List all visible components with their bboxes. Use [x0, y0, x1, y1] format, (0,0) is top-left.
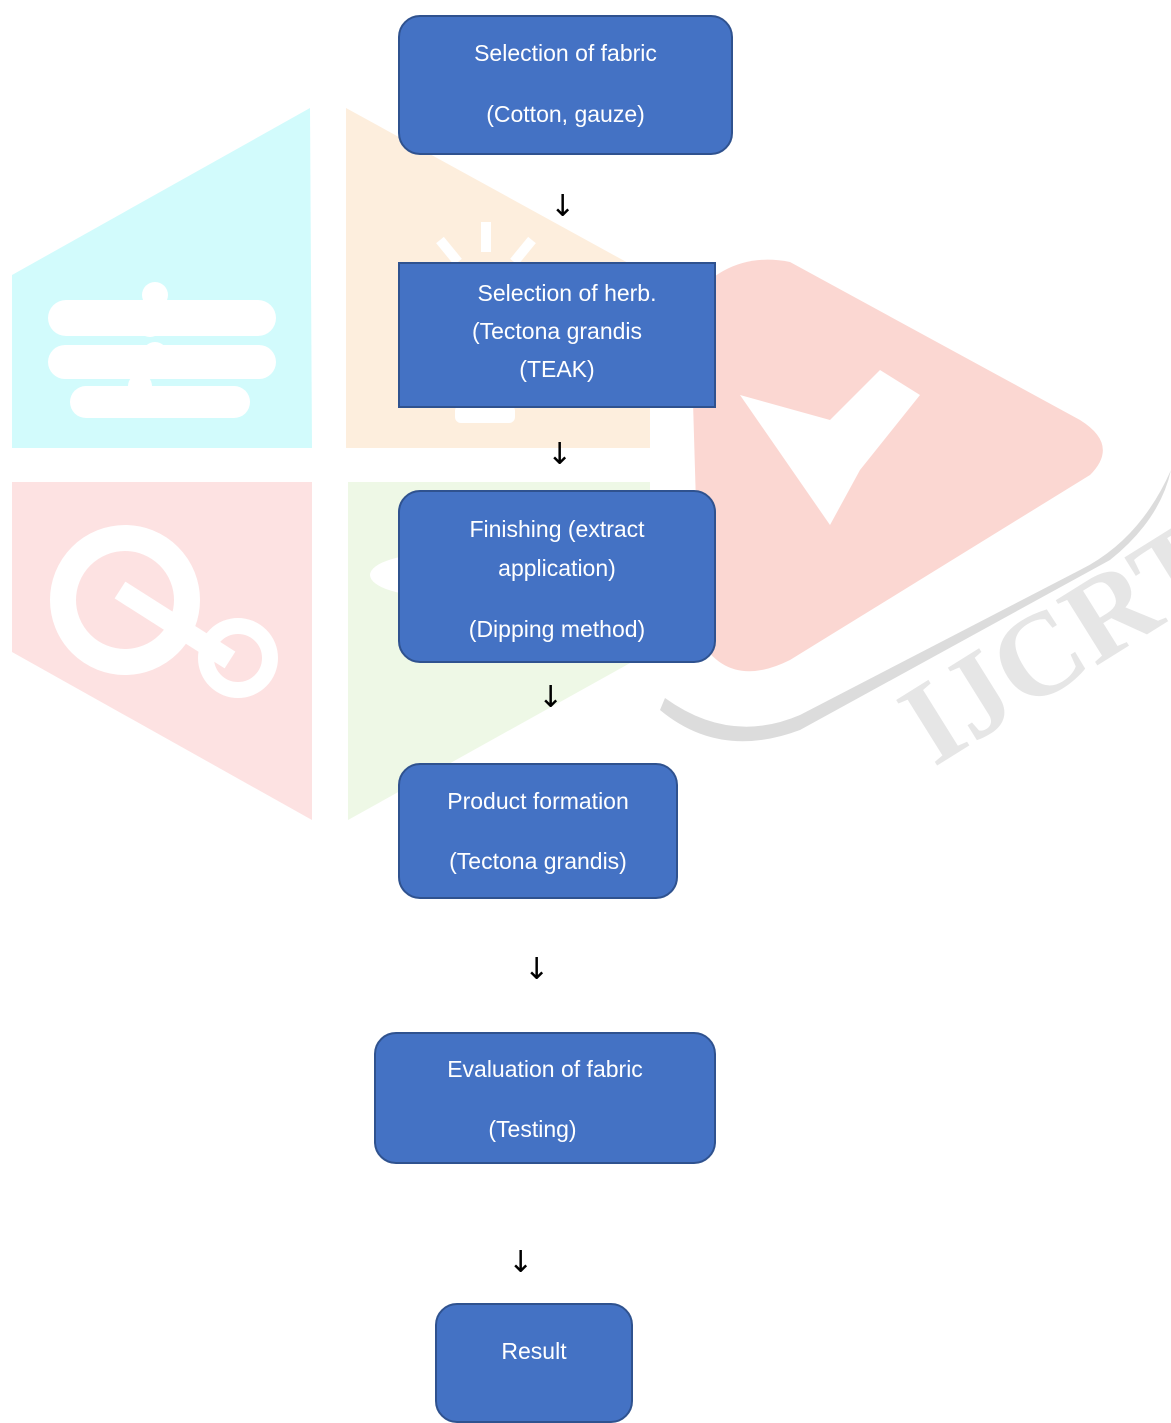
step-5-line-2: (Testing)	[488, 1116, 577, 1142]
step-3-line-3: (Dipping method)	[468, 616, 646, 642]
step-box-result: Result	[435, 1303, 633, 1423]
step-2-line-2: (Tectona grandis	[471, 318, 643, 344]
cloud-panel	[12, 108, 312, 448]
step-5-line-1: Evaluation of fabric	[447, 1056, 643, 1082]
step-6-line-1: Result	[501, 1338, 567, 1364]
step-1-line-2: (Cotton, gauze)	[486, 101, 645, 127]
gear-icon	[50, 525, 278, 698]
arrow-down-icon: ↓	[538, 680, 564, 715]
step-box-selection-of-herb: Selection of herb. (Tectona grandis (TEA…	[398, 262, 716, 408]
watermark-text: IJCRT	[878, 493, 1171, 790]
step-box-selection-of-fabric: Selection of fabric (Cotton, gauze)	[398, 15, 733, 155]
step-3-line-1: Finishing (extract	[469, 516, 645, 542]
step-2-line-1: Selection of herb.	[477, 280, 657, 306]
cloud-icon	[48, 282, 276, 418]
step-2-line-3: (TEAK)	[519, 356, 595, 382]
step-4-line-1: Product formation	[447, 788, 629, 814]
step-box-evaluation-of-fabric: Evaluation of fabric (Testing)	[374, 1032, 716, 1164]
arrow-down-icon: ↓	[508, 1245, 534, 1280]
step-box-finishing: Finishing (extract application) (Dipping…	[398, 490, 716, 663]
bulb-rays	[436, 222, 536, 266]
play-shape	[690, 259, 1103, 672]
arrow-down-icon: ↓	[550, 189, 576, 224]
step-box-product-formation: Product formation (Tectona grandis)	[398, 763, 678, 899]
arrow-down-icon: ↓	[547, 437, 573, 472]
step-4-line-2: (Tectona grandis)	[449, 848, 627, 874]
arrow-down-icon: ↓	[524, 952, 550, 987]
step-3-line-2: application)	[498, 555, 616, 581]
gear-panel	[12, 482, 312, 820]
step-1-line-1: Selection of fabric	[474, 40, 657, 66]
swoosh	[660, 470, 1171, 742]
book-icon	[740, 370, 920, 525]
